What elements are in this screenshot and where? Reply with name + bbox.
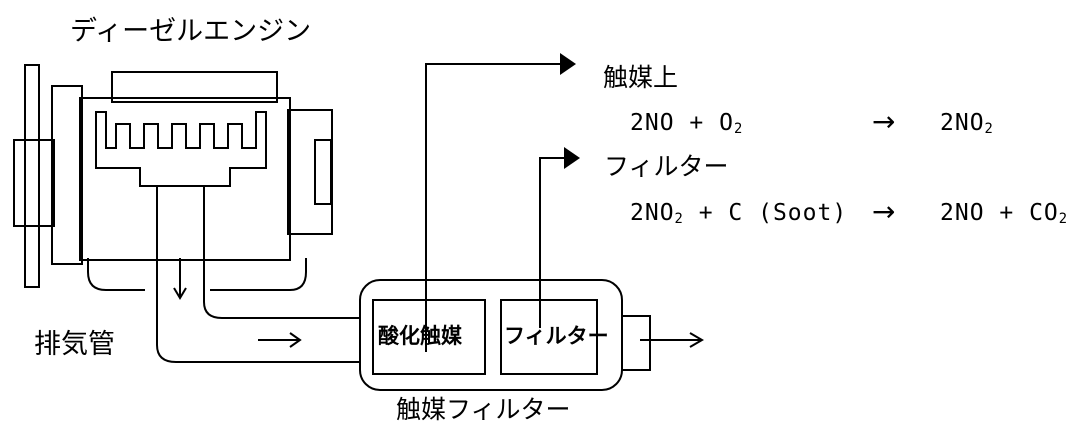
engine-right-block — [287, 109, 333, 235]
exhaust-pipe — [156, 186, 360, 363]
catalyst-reaction-heading: 触媒上 — [603, 63, 679, 92]
outlet-pipe — [622, 315, 651, 371]
filter-pointer-head — [564, 147, 580, 169]
filter-reaction-lhs: 2NO2 + C (Soot) — [630, 200, 848, 227]
oxidation-catalyst-box — [372, 299, 486, 375]
catalyst-filter-housing — [359, 279, 704, 391]
engine-pulley — [24, 64, 40, 288]
filter-reaction-heading: フィルター — [604, 152, 729, 181]
diagram-title: ディーゼルエンジン — [70, 16, 312, 47]
filter-box — [500, 299, 598, 375]
filter-reaction-arrow: → — [872, 195, 896, 228]
catalyst-pointer-line — [425, 63, 560, 352]
exhaust-pipe-label: 排気管 — [34, 329, 115, 360]
outlet-arrow — [689, 332, 704, 348]
filter-pointer-line — [539, 157, 565, 328]
exhaust-pipe-inner — [203, 186, 360, 319]
engine-left-cover — [51, 85, 83, 265]
filter-reaction-rhs: 2NO + CO2 — [940, 200, 1069, 227]
catalyst-reaction-lhs: 2NO + O2 — [630, 110, 744, 137]
engine-oil-pan — [87, 258, 307, 291]
filter-box-label: フィルター — [504, 324, 609, 348]
engine-body — [79, 97, 291, 261]
flow-arrow-right — [289, 332, 302, 348]
catalyst-filter-label: 触媒フィルター — [396, 395, 571, 424]
catalyst-pointer-head — [560, 53, 576, 75]
engine-flywheel — [13, 139, 55, 227]
catalyst-reaction-arrow: → — [872, 105, 896, 138]
reaction-pointers — [425, 53, 580, 352]
oxidation-catalyst-label: 酸化触媒 — [378, 324, 462, 348]
diesel-engine — [13, 64, 333, 291]
catalyst-reaction-rhs: 2NO2 — [940, 110, 994, 137]
engine-top-cap — [111, 71, 278, 103]
exhaust-pipe-outer — [156, 186, 360, 363]
flow-arrow-down — [173, 287, 187, 300]
catalyst-filter-body — [359, 279, 623, 391]
engine-cylinders — [95, 111, 267, 187]
engine-right-tab — [314, 139, 332, 205]
